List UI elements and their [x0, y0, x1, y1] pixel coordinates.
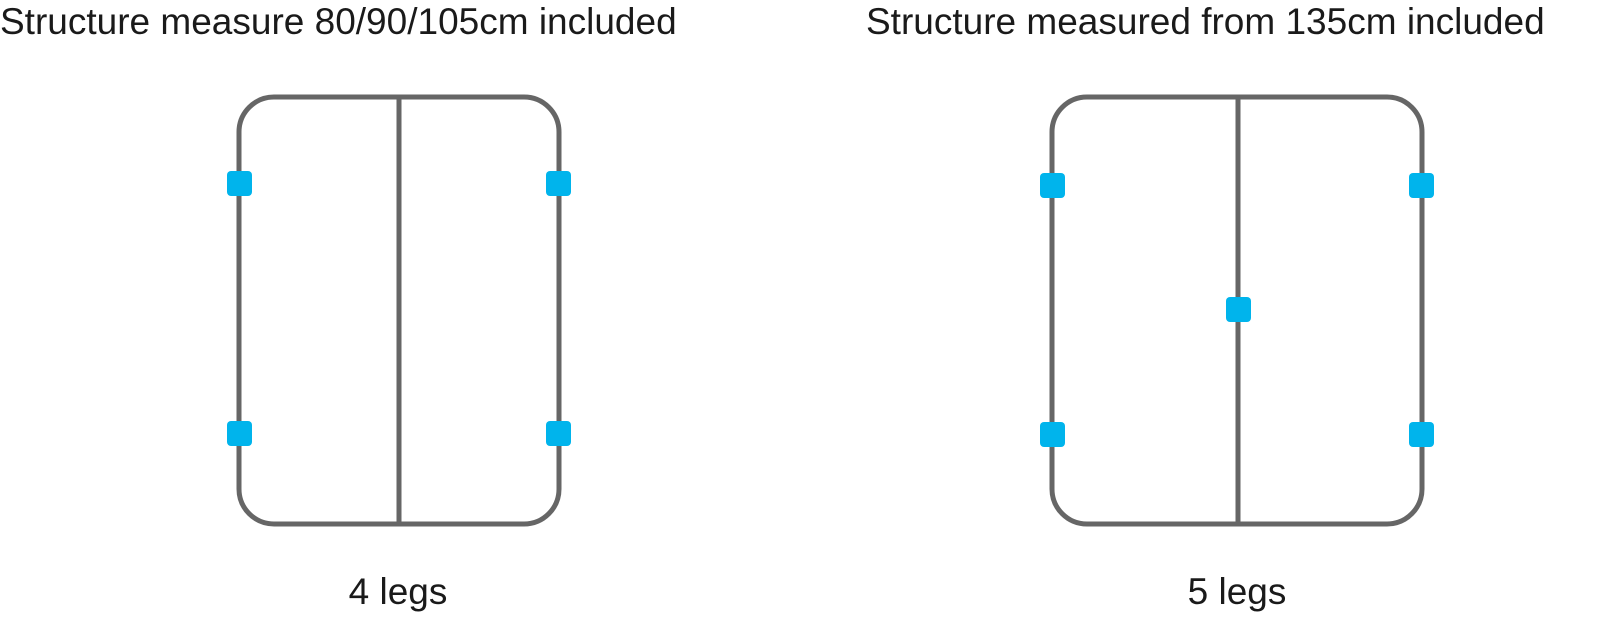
frame-small-structure: [227, 94, 571, 527]
leg-marker: [1040, 422, 1065, 447]
leg-marker: [227, 171, 252, 196]
leg-marker: [1409, 422, 1434, 447]
leg-marker: [227, 421, 252, 446]
frame-large-structure: [1040, 94, 1434, 527]
leg-count-caption-small: 4 legs: [348, 571, 448, 612]
panel-title-large-structure: Structure measured from 135cm included: [866, 1, 1545, 42]
panel-title-small-structure: Structure measure 80/90/105cm included: [0, 1, 677, 42]
leg-marker: [1409, 173, 1434, 198]
leg-marker-center: [1226, 297, 1251, 322]
leg-marker: [546, 421, 571, 446]
leg-marker: [546, 171, 571, 196]
leg-count-caption-large: 5 legs: [1187, 571, 1287, 612]
leg-marker: [1040, 173, 1065, 198]
